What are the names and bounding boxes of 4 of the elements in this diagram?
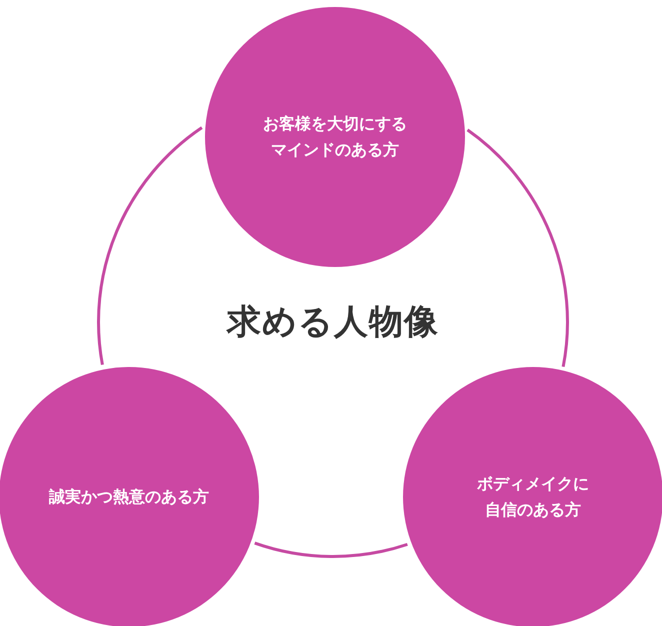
center-title: 求める人物像	[225, 301, 440, 344]
trait-label: ボディメイクに自信のある方	[476, 473, 590, 521]
trait-label: 誠実かつ熱意のある方	[48, 486, 210, 508]
trait-label: お客様を大切にするマインドのある方	[262, 113, 408, 161]
